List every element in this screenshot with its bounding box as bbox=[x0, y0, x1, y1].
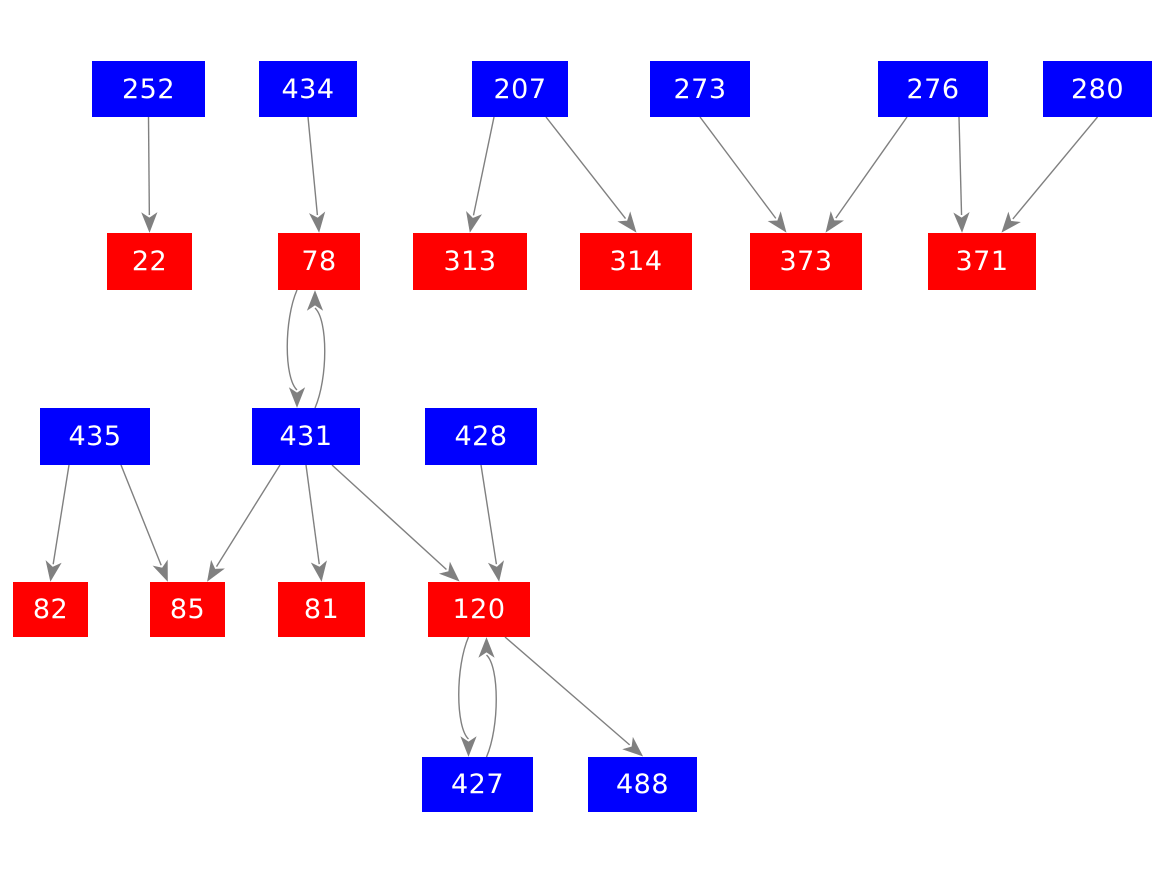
edge-273-to-373 bbox=[699, 116, 777, 219]
graph-node-435[interactable]: 435 bbox=[40, 408, 150, 465]
node-label: 371 bbox=[955, 246, 1009, 277]
node-label: 373 bbox=[779, 246, 833, 277]
node-label: 252 bbox=[121, 73, 176, 105]
edge-arrowhead bbox=[207, 559, 225, 582]
edge-arrowhead bbox=[825, 211, 845, 233]
node-label: 280 bbox=[1070, 73, 1125, 105]
edge-arrowhead bbox=[141, 212, 158, 233]
edge-arrowhead bbox=[45, 560, 62, 582]
graph-node-313[interactable]: 313 bbox=[413, 233, 527, 290]
edge-207-to-313 bbox=[472, 116, 495, 216]
edge-arrowhead bbox=[438, 561, 460, 582]
edge-arrowhead bbox=[487, 560, 505, 582]
edge-276-to-373 bbox=[835, 116, 908, 219]
graph-node-78[interactable]: 78 bbox=[278, 233, 360, 290]
edge-431-to-85 bbox=[215, 464, 281, 567]
graph-node-22[interactable]: 22 bbox=[107, 233, 192, 290]
graph-node-85[interactable]: 85 bbox=[150, 582, 225, 637]
node-label: 431 bbox=[279, 421, 333, 452]
node-label: 313 bbox=[443, 246, 497, 277]
edge-431-to-120 bbox=[331, 464, 447, 571]
edge-arrowhead bbox=[288, 387, 306, 408]
node-label: 82 bbox=[32, 594, 69, 625]
node-label: 120 bbox=[452, 594, 506, 625]
edge-252-to-22 bbox=[147, 116, 151, 216]
node-label: 434 bbox=[281, 73, 335, 105]
edge-arrowhead bbox=[1001, 211, 1021, 233]
node-label: 207 bbox=[493, 73, 547, 105]
graph-node-273[interactable]: 273 bbox=[650, 61, 750, 117]
edge-arrowhead bbox=[953, 212, 970, 233]
graph-node-434[interactable]: 434 bbox=[259, 61, 357, 117]
edge-207-to-314 bbox=[545, 116, 627, 220]
node-label: 314 bbox=[609, 246, 663, 277]
edge-434-to-78 bbox=[307, 116, 319, 216]
graph-node-431[interactable]: 431 bbox=[252, 408, 360, 465]
edge-arrowhead bbox=[152, 559, 168, 582]
edge-arrowhead bbox=[309, 211, 326, 233]
edge-120-to-427 bbox=[458, 636, 470, 740]
edge-arrowhead bbox=[460, 736, 477, 757]
node-label: 276 bbox=[906, 73, 960, 105]
node-label: 488 bbox=[615, 769, 670, 800]
edge-arrowhead bbox=[310, 560, 327, 582]
edge-arrowhead bbox=[617, 211, 637, 233]
edge-280-to-371 bbox=[1012, 116, 1099, 220]
graph-node-120[interactable]: 120 bbox=[428, 582, 530, 637]
graph-node-428[interactable]: 428 bbox=[425, 408, 537, 465]
node-label: 427 bbox=[450, 769, 505, 800]
edge-120-to-488 bbox=[504, 636, 631, 746]
graph-node-82[interactable]: 82 bbox=[13, 582, 88, 637]
graph-node-488[interactable]: 488 bbox=[588, 757, 697, 812]
edge-arrowhead bbox=[478, 637, 495, 658]
node-label: 78 bbox=[301, 246, 337, 277]
edge-arrowhead bbox=[622, 736, 644, 757]
edge-78-to-431 bbox=[286, 289, 298, 391]
graph-node-427[interactable]: 427 bbox=[422, 757, 533, 812]
graph-node-371[interactable]: 371 bbox=[928, 233, 1036, 290]
edge-arrowhead bbox=[306, 290, 324, 311]
edge-435-to-85 bbox=[120, 464, 162, 566]
node-label: 81 bbox=[303, 594, 340, 625]
graph-node-276[interactable]: 276 bbox=[878, 61, 988, 117]
graph-node-280[interactable]: 280 bbox=[1043, 61, 1152, 117]
node-label: 435 bbox=[68, 421, 122, 452]
edge-431-to-78 bbox=[314, 307, 326, 409]
edge-arrowhead bbox=[466, 210, 483, 233]
graph-node-314[interactable]: 314 bbox=[580, 233, 692, 290]
node-label: 428 bbox=[454, 421, 508, 452]
node-label: 273 bbox=[673, 73, 727, 105]
node-label: 85 bbox=[169, 594, 206, 625]
edge-276-to-371 bbox=[958, 116, 963, 216]
edge-arrowhead bbox=[767, 211, 787, 233]
graph-node-252[interactable]: 252 bbox=[92, 61, 205, 117]
edge-427-to-120 bbox=[485, 654, 497, 758]
edge-431-to-81 bbox=[305, 464, 320, 565]
graph-node-373[interactable]: 373 bbox=[750, 233, 862, 290]
edge-435-to-82 bbox=[52, 464, 70, 565]
graph-node-81[interactable]: 81 bbox=[278, 582, 365, 637]
node-label: 22 bbox=[131, 246, 168, 277]
edge-428-to-120 bbox=[480, 464, 498, 565]
graph-node-207[interactable]: 207 bbox=[472, 61, 568, 117]
